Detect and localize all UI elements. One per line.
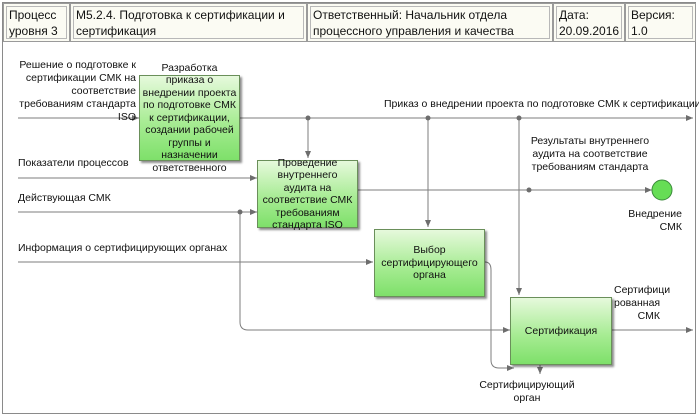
activity-certification[interactable]: Сертификация — [510, 297, 612, 365]
header-process-name: М5.2.4. Подготовка к сертификации и серт… — [70, 3, 307, 42]
label-certified-output: Сертифици рованная СМК — [614, 284, 671, 322]
event-implementation — [651, 179, 673, 201]
arrow-select-to-cert — [484, 261, 514, 371]
arrow-qms-to-cert — [239, 212, 510, 333]
header-version: Версия: 1.0 — [625, 3, 696, 42]
label-order-output: Приказ о внедрении проекта по подготовке… — [384, 98, 699, 110]
label-implementation: Внедрение СМК — [628, 208, 682, 233]
label-decision-input: Решение о подготовке к сертификации СМК … — [19, 59, 136, 123]
activity-internal-audit[interactable]: Проведение внутреннего аудита на соответ… — [257, 157, 358, 231]
activity-select-cert-body[interactable]: Выбор сертифицирующего органа — [374, 229, 485, 297]
header-process-level: Процесс уровня 3 — [3, 3, 70, 42]
label-current-qms-input: Действующая СМК — [18, 192, 111, 204]
label-cert-info-input: Информация о сертифицирующих органах — [18, 242, 228, 254]
label-audit-results: Результаты внутреннего аудита на соответ… — [530, 135, 650, 173]
label-indicators-input: Показатели процессов — [18, 157, 129, 169]
label-cert-body-output: Сертифицирующий орган — [479, 379, 575, 404]
activity-develop-order[interactable]: Разработка приказа о внедрении проекта п… — [139, 62, 240, 174]
